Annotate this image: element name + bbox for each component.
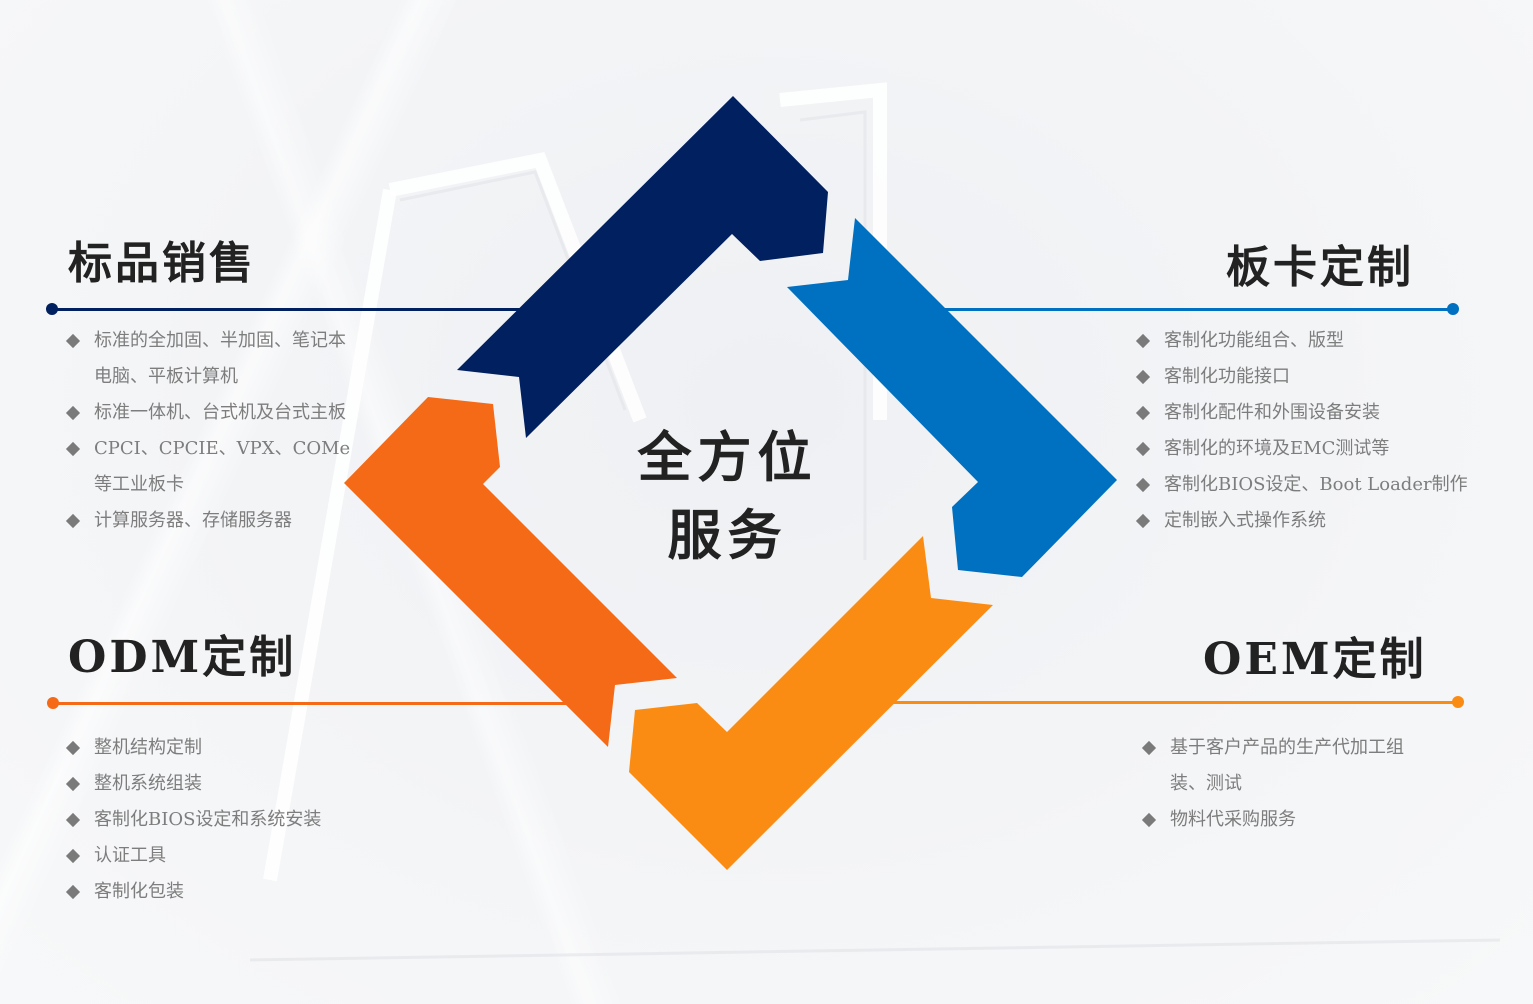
section-title-board-custom: 板卡定制 — [1226, 242, 1414, 293]
orange-arrow — [629, 536, 993, 870]
navy-arrow — [457, 96, 828, 438]
diamond-bullet-icon — [1141, 812, 1157, 828]
list-item: 客制化的环境及EMC测试等 — [1135, 431, 1468, 467]
diamond-bullet-icon — [65, 333, 81, 349]
list-item: 客制化配件和外围设备安装 — [1135, 395, 1468, 431]
list-oem-custom: 基于客户产品的生产代加工组装、测试 物料代采购服务 — [1141, 730, 1404, 838]
diamond-bullet-icon — [65, 812, 81, 828]
list-item: 客制化功能接口 — [1135, 359, 1468, 395]
rule-line-board-custom — [945, 308, 1450, 311]
center-label: 全方位 服务 — [620, 418, 835, 574]
diamond-bullet-icon — [65, 884, 81, 900]
diamond-bullet-icon — [1135, 369, 1151, 385]
list-item: 物料代采购服务 — [1141, 802, 1404, 838]
diamond-bullet-icon — [1135, 477, 1151, 493]
section-title-oem-custom: OEM定制 — [1203, 634, 1427, 685]
blue-arrow — [787, 218, 1117, 577]
rule-line-odm-custom — [53, 702, 573, 705]
list-item: 客制化BIOS设定、Boot Loader制作 — [1135, 467, 1468, 503]
list-board-custom: 客制化功能组合、版型 客制化功能接口 客制化配件和外围设备安装 客制化的环境及E… — [1135, 323, 1468, 539]
diamond-bullet-icon — [1141, 740, 1157, 756]
diamond-bullet-icon — [1135, 441, 1151, 457]
section-title-odm-custom: ODM定制 — [68, 632, 297, 683]
list-item: 客制化BIOS设定和系统安装 — [65, 802, 321, 838]
rule-dot-oem-custom — [1452, 696, 1464, 708]
list-item: 认证工具 — [65, 838, 321, 874]
list-item: 标准一体机、台式机及台式主板 — [65, 395, 350, 431]
diamond-bullet-icon — [65, 513, 81, 529]
center-label-line2: 服务 — [667, 503, 788, 567]
diamond-bullet-icon — [1135, 513, 1151, 529]
list-item: 客制化包装 — [65, 874, 321, 910]
list-odm-custom: 整机结构定制 整机系统组装 客制化BIOS设定和系统安装 认证工具 客制化包装 — [65, 730, 321, 910]
rule-line-standard-sales — [52, 308, 522, 311]
diamond-bullet-icon — [1135, 405, 1151, 421]
section-title-standard-sales: 标品销售 — [68, 238, 256, 289]
diamond-bullet-icon — [65, 441, 81, 457]
diamond-bullet-icon — [65, 405, 81, 421]
list-standard-sales: 标准的全加固、半加固、笔记本电脑、平板计算机 标准一体机、台式机及台式主板 CP… — [65, 323, 350, 539]
list-item: 计算服务器、存储服务器 — [65, 503, 350, 539]
diamond-bullet-icon — [65, 848, 81, 864]
list-item: 整机系统组装 — [65, 766, 321, 802]
center-label-line1: 全方位 — [637, 425, 818, 489]
rule-dot-board-custom — [1447, 303, 1459, 315]
diamond-bullet-icon — [65, 776, 81, 792]
list-item: 客制化功能组合、版型 — [1135, 323, 1468, 359]
diamond-bullet-icon — [1135, 333, 1151, 349]
diamond-bullet-icon — [65, 740, 81, 756]
red-orange-arrow — [344, 397, 677, 747]
list-item: 定制嵌入式操作系统 — [1135, 503, 1468, 539]
list-item: 基于客户产品的生产代加工组装、测试 — [1141, 730, 1404, 802]
list-item: 标准的全加固、半加固、笔记本电脑、平板计算机 — [65, 323, 350, 395]
list-item: 整机结构定制 — [65, 730, 321, 766]
rule-line-oem-custom — [890, 701, 1455, 704]
